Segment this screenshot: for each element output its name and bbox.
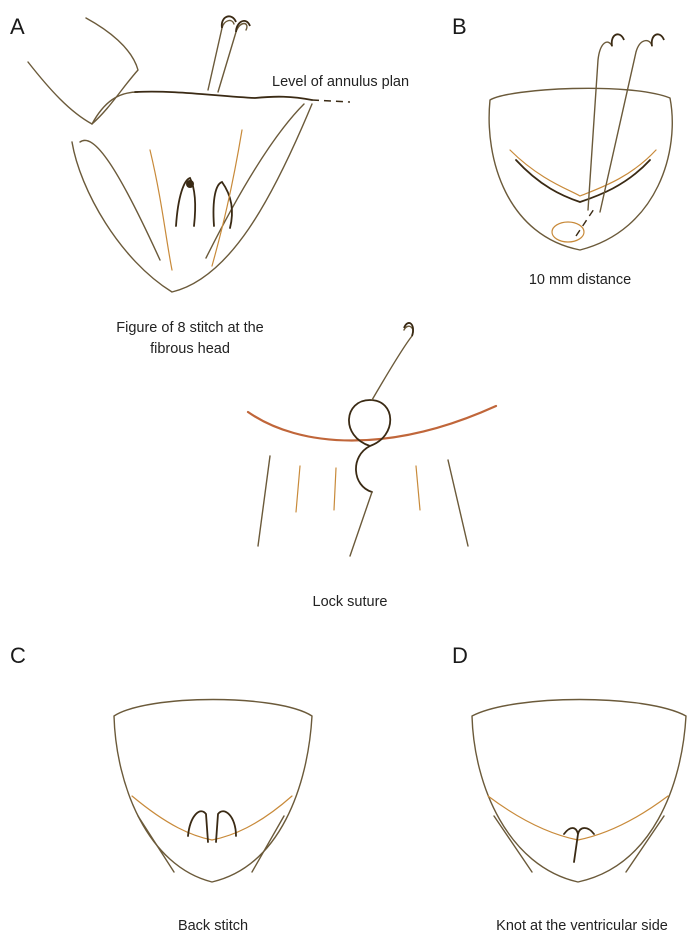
caption-d: Knot at the ventricular side <box>468 916 696 937</box>
distance-dash <box>576 206 596 236</box>
caption-b: 10 mm distance <box>480 270 680 291</box>
ventricular-knot <box>564 828 594 834</box>
panel-b-drawing <box>480 10 680 260</box>
ventricle-outer <box>72 104 312 292</box>
panel-letter-b: B <box>452 14 467 40</box>
panel-a-drawing <box>0 0 380 310</box>
leaflet-edge <box>248 406 496 441</box>
valve-ring-d <box>472 700 686 883</box>
panel-letter-d: D <box>452 643 468 669</box>
figure-8-knot <box>186 180 194 188</box>
caption-c: Back stitch <box>108 916 318 937</box>
panel-letter-c: C <box>10 643 26 669</box>
valve-ring-c <box>114 700 312 883</box>
papillary-head-right <box>213 182 231 228</box>
lock-suture-drawing <box>240 316 510 572</box>
back-stitch-right <box>216 811 236 842</box>
annotation-annulus-level: Level of annulus plan <box>272 72 409 93</box>
suture-b-2 <box>600 41 652 212</box>
panel-c-drawing <box>108 676 318 906</box>
suture-b-1 <box>588 42 612 210</box>
suture-strand-2 <box>218 24 247 93</box>
caption-lock: Lock suture <box>240 592 460 613</box>
back-stitch-left <box>188 811 208 842</box>
atrial-wall <box>28 18 138 124</box>
lock-knot <box>349 400 390 492</box>
annulus-level-dash <box>312 100 350 102</box>
lock-suture-strand <box>372 326 413 400</box>
panel-d-drawing <box>464 676 694 906</box>
